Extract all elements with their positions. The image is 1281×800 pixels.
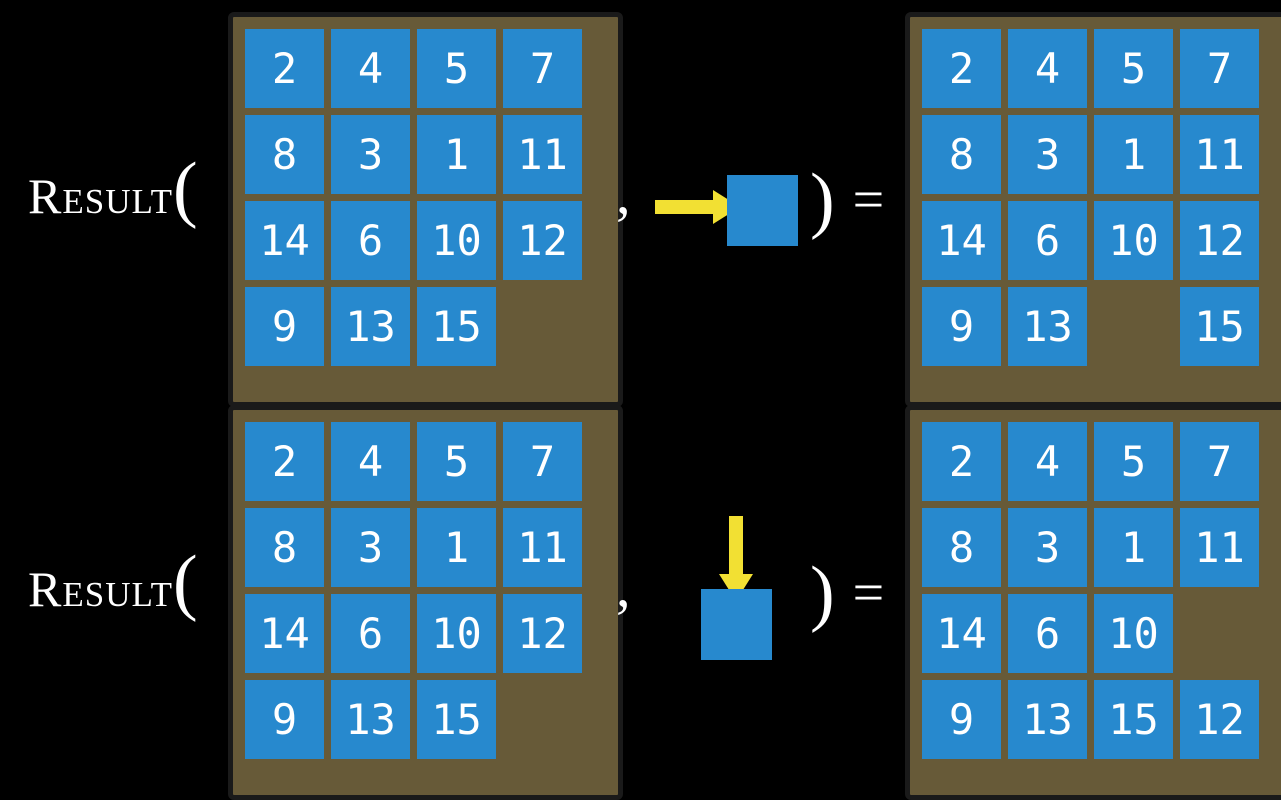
puzzle-tile-15: 15	[1180, 287, 1259, 366]
puzzle-tile-4: 4	[1008, 29, 1087, 108]
puzzle-tile-5: 5	[417, 29, 496, 108]
puzzle-tile-13: 13	[331, 287, 410, 366]
puzzle-tile-10: 10	[1094, 594, 1173, 673]
puzzle-tile-14: 14	[245, 594, 324, 673]
puzzle-tile-2: 2	[245, 422, 324, 501]
puzzle-tile-3: 3	[331, 508, 410, 587]
puzzle-tile-9: 9	[245, 680, 324, 759]
puzzle-tile-14: 14	[922, 594, 1001, 673]
puzzle-tile-1: 1	[1094, 115, 1173, 194]
empty-cell	[503, 287, 582, 366]
puzzle-tile-13: 13	[1008, 680, 1087, 759]
equals-sign: =	[852, 562, 885, 624]
puzzle-tile-11: 11	[503, 115, 582, 194]
comma-separator: ,	[616, 554, 631, 619]
puzzle-tile-2: 2	[245, 29, 324, 108]
puzzle-tile-6: 6	[331, 201, 410, 280]
puzzle-tile-2: 2	[922, 422, 1001, 501]
open-paren: (	[173, 541, 198, 623]
puzzle-tile-15: 15	[417, 680, 496, 759]
puzzle-tile-8: 8	[245, 508, 324, 587]
puzzle-tile-1: 1	[1094, 508, 1173, 587]
puzzle-tile-1: 1	[417, 115, 496, 194]
puzzle-tile-10: 10	[417, 201, 496, 280]
puzzle-tile-4: 4	[331, 29, 410, 108]
puzzle-tile-1: 1	[417, 508, 496, 587]
function-label: Result(	[28, 152, 198, 226]
puzzle-tile-3: 3	[1008, 115, 1087, 194]
puzzle-tile-9: 9	[922, 287, 1001, 366]
open-paren: (	[173, 148, 198, 230]
puzzle-tile-8: 8	[922, 508, 1001, 587]
puzzle-tile-7: 7	[503, 422, 582, 501]
puzzle-tile-3: 3	[331, 115, 410, 194]
puzzle-tile-11: 11	[503, 508, 582, 587]
puzzle-tile-13: 13	[1008, 287, 1087, 366]
puzzle-tile-5: 5	[417, 422, 496, 501]
empty-cell	[1094, 287, 1173, 366]
move-right-arrow-icon	[655, 190, 740, 224]
puzzle-tile-11: 11	[1180, 115, 1259, 194]
close-paren: )	[810, 159, 835, 241]
function-label: Result(	[28, 545, 198, 619]
puzzle-tile-7: 7	[1180, 422, 1259, 501]
puzzle-tile-6: 6	[1008, 201, 1087, 280]
puzzle-tile-8: 8	[922, 115, 1001, 194]
puzzle-tile-14: 14	[922, 201, 1001, 280]
equals-sign: =	[852, 169, 885, 231]
puzzle-tile-9: 9	[245, 287, 324, 366]
puzzle-tile-12: 12	[1180, 680, 1259, 759]
puzzle-tile-7: 7	[503, 29, 582, 108]
puzzle-tile-13: 13	[331, 680, 410, 759]
puzzle-tile-5: 5	[1094, 422, 1173, 501]
empty-cell	[1180, 594, 1259, 673]
function-name: Result	[28, 561, 174, 617]
puzzle-tile-10: 10	[1094, 201, 1173, 280]
comma-separator: ,	[616, 161, 631, 226]
puzzle-tile-9: 9	[922, 680, 1001, 759]
puzzle-tile-10: 10	[417, 594, 496, 673]
function-name: Result	[28, 168, 174, 224]
puzzle-tile-7: 7	[1180, 29, 1259, 108]
puzzle-tile-2: 2	[922, 29, 1001, 108]
close-paren-equals: ) =	[810, 553, 884, 633]
puzzle-tile-14: 14	[245, 201, 324, 280]
puzzle-tile-6: 6	[331, 594, 410, 673]
moving-tile-square	[701, 589, 772, 660]
puzzle-tile-12: 12	[1180, 201, 1259, 280]
puzzle-tile-3: 3	[1008, 508, 1087, 587]
puzzle-tile-12: 12	[503, 201, 582, 280]
moving-tile-square	[727, 175, 798, 246]
puzzle-tile-15: 15	[1094, 680, 1173, 759]
puzzle-tile-6: 6	[1008, 594, 1087, 673]
close-paren-equals: ) =	[810, 160, 884, 240]
puzzle-tile-8: 8	[245, 115, 324, 194]
puzzle-tile-4: 4	[331, 422, 410, 501]
puzzle-tile-4: 4	[1008, 422, 1087, 501]
puzzle-tile-5: 5	[1094, 29, 1173, 108]
close-paren: )	[810, 552, 835, 634]
puzzle-tile-12: 12	[503, 594, 582, 673]
puzzle-tile-15: 15	[417, 287, 496, 366]
empty-cell	[503, 680, 582, 759]
move-down-arrow-icon	[719, 516, 753, 601]
puzzle-tile-11: 11	[1180, 508, 1259, 587]
